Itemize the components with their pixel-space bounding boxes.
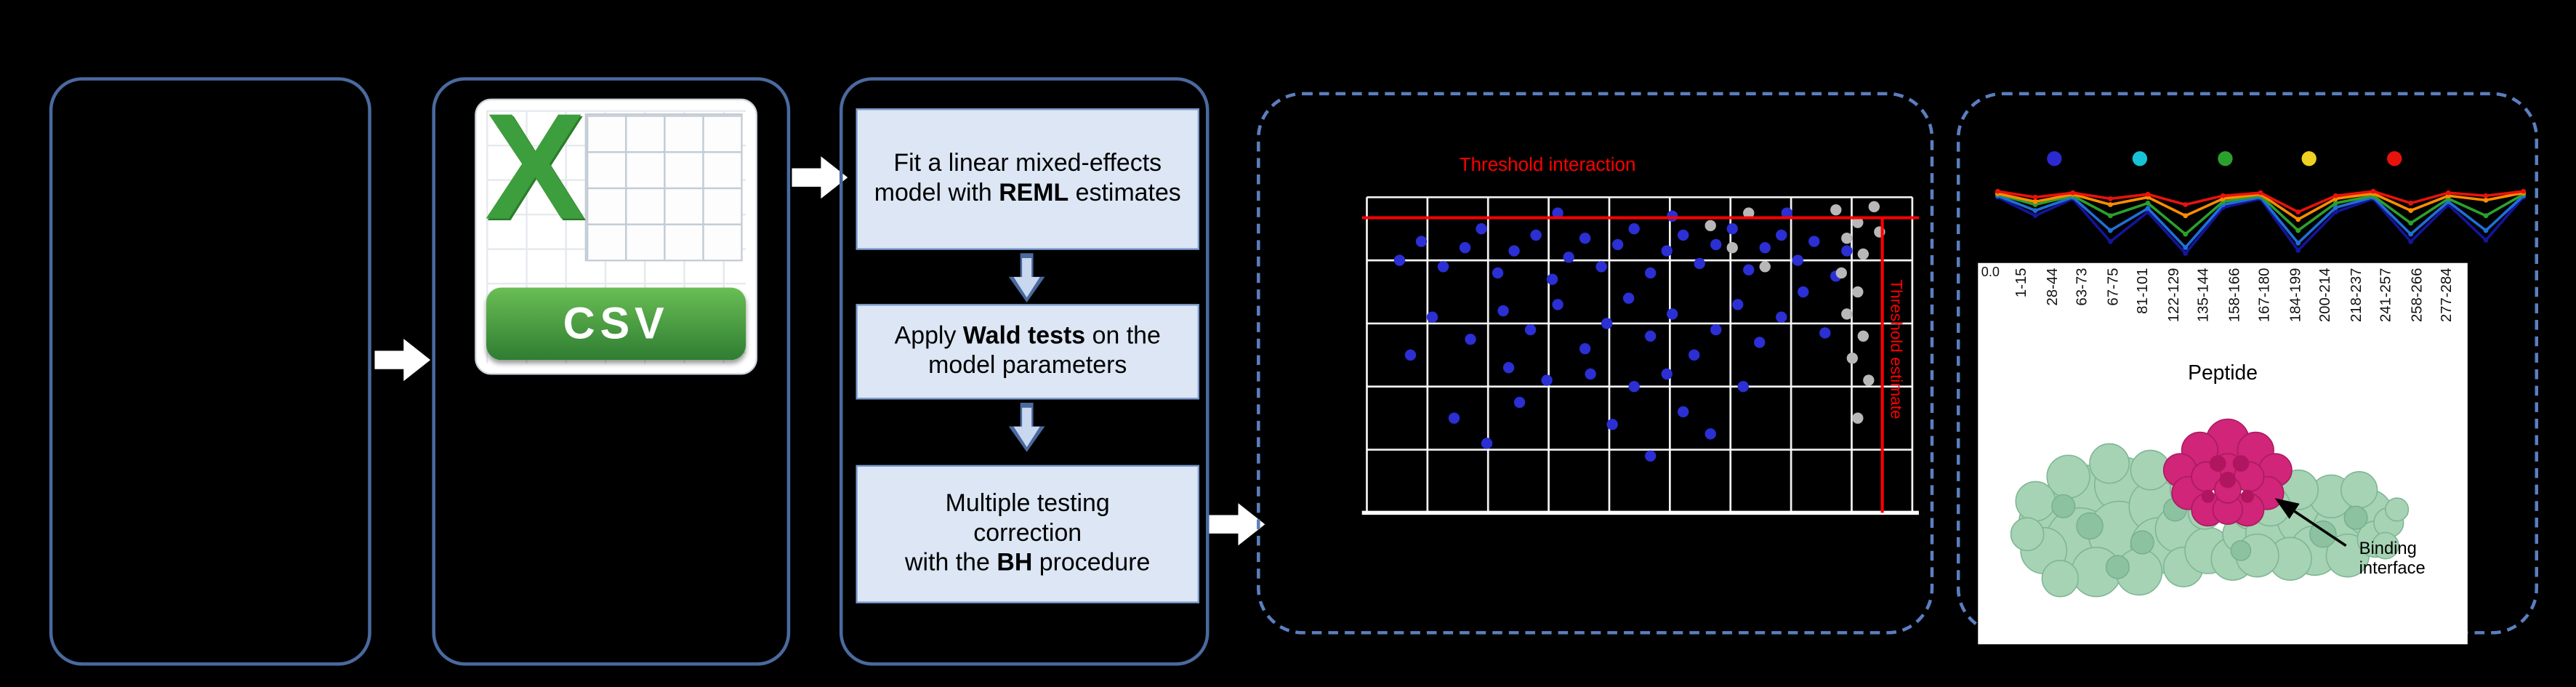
peptide-tick-label: 1-15: [2012, 268, 2029, 298]
timepoint-dot: [2217, 150, 2232, 166]
csv-label: CSV: [486, 287, 746, 361]
uptake-line-chart: [1995, 188, 2527, 257]
panel-raw-data: [49, 77, 371, 666]
timepoint-legend: [2047, 150, 2402, 166]
step-wald-tests: Apply Wald tests on the model parameters: [856, 304, 1199, 400]
peptide-tick-label: 122-129: [2164, 268, 2181, 323]
peptide-tick-label: 63-73: [2073, 268, 2090, 306]
flow-arrow-1-icon: [374, 338, 431, 382]
peptide-tick-label: 241-257: [2377, 268, 2394, 323]
peptide-tick-label: 167-180: [2255, 268, 2272, 323]
timepoint-dot: [2302, 150, 2317, 166]
threshold-interaction-label: Threshold interaction: [1459, 156, 1636, 176]
protein-structure-image: [2010, 418, 2410, 598]
step-bh-correction: Multiple testing correction with the BH …: [856, 465, 1199, 603]
peptide-tick-label: 184-199: [2286, 268, 2303, 323]
protein-surface: [2010, 443, 2410, 598]
step-fit-model-text: Fit a linear mixed-effects model with RE…: [874, 149, 1181, 207]
excel-x-logo: X: [484, 84, 586, 252]
peptide-tick-label: 158-166: [2225, 268, 2242, 323]
csv-grid-cells: [584, 113, 743, 262]
peptide-tick-label: 67-75: [2104, 268, 2120, 306]
peptide-tick-label: 28-44: [2042, 268, 2060, 306]
panel-csv-input: X CSV: [432, 77, 791, 666]
peptide-tick-label: 81-101: [2133, 268, 2151, 314]
timepoint-dot: [2132, 150, 2147, 166]
peptide-figure: 0.0 1-15 28-44 63-73 67-75 81-101 122-129 135-…: [1978, 262, 2468, 645]
peptide-tick-label: 135-144: [2194, 268, 2212, 323]
peptide-tick-label: 200-214: [2316, 268, 2333, 323]
peptide-axis-labels: 1-15 28-44 63-73 67-75 81-101 122-129 135-144 1…: [2012, 268, 2455, 323]
panel-results-scatter: [1257, 92, 1934, 635]
interaction-scatter-plot: [1361, 196, 1919, 515]
binding-interface-arrow-icon: [2274, 498, 2347, 547]
binding-interface-label: Binding interface: [2359, 539, 2426, 579]
binding-interface-region: [2162, 418, 2293, 527]
panel-statistical-analysis: Fit a linear mixed-effects model with RE…: [839, 77, 1209, 666]
step-arrow-2-icon: [1008, 402, 1045, 452]
timepoint-dot: [2047, 150, 2062, 166]
peptide-tick-label: 277-284: [2438, 268, 2455, 323]
peptide-tick-label: 218-237: [2346, 268, 2364, 323]
step-wald-tests-text: Apply Wald tests on the model parameters: [894, 321, 1161, 380]
step-bh-correction-text: Multiple testing correction with the BH …: [905, 489, 1151, 577]
peptide-axis-title: Peptide: [2188, 361, 2258, 385]
timepoint-dot: [2387, 150, 2402, 166]
threshold-estimate-label: Threshold estimate: [1885, 279, 1904, 419]
step-fit-model: Fit a linear mixed-effects model with RE…: [856, 108, 1199, 250]
csv-file-icon: X CSV: [475, 84, 757, 375]
y-axis-tick: 0.0: [1981, 264, 2000, 280]
step-arrow-1-icon: [1008, 253, 1045, 302]
peptide-tick-label: 258-266: [2407, 268, 2424, 323]
